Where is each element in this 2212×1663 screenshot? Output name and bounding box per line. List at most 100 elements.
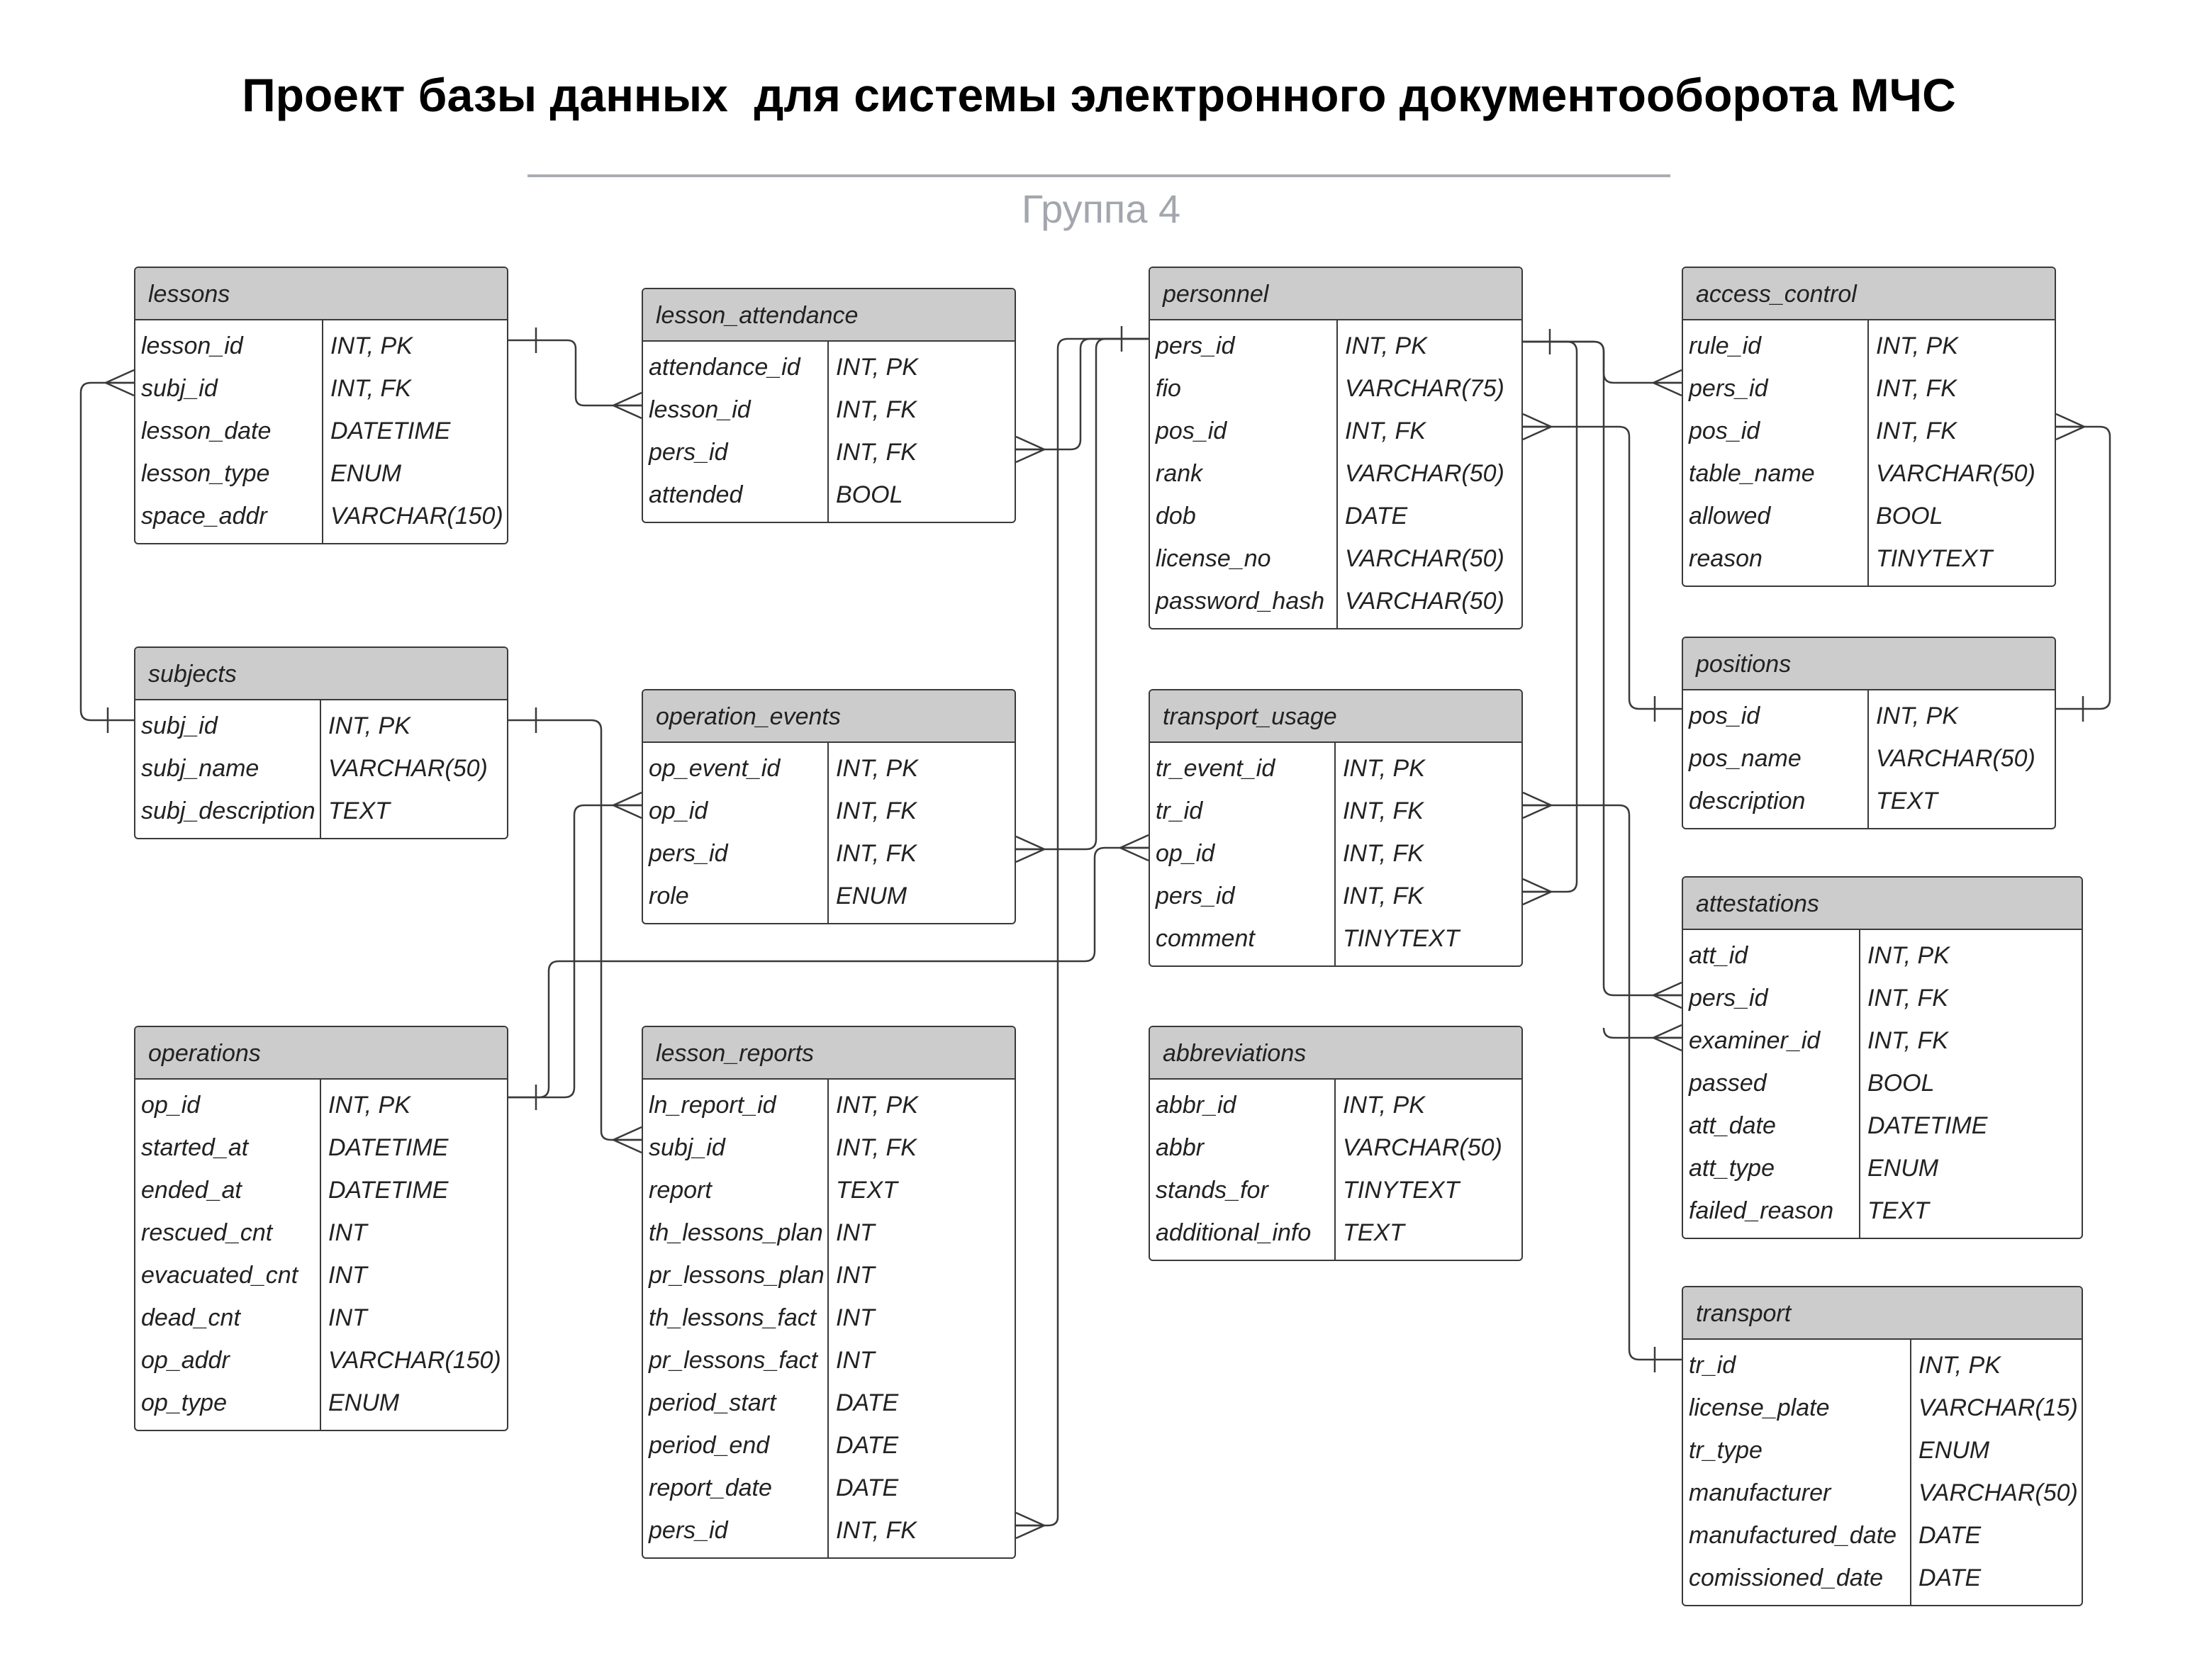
- field-type: INT, FK: [836, 840, 917, 867]
- many-marker: [1015, 435, 1045, 464]
- column-divider: [1336, 320, 1338, 628]
- field-type: VARCHAR(50): [1345, 545, 1504, 572]
- diagram-subtitle: Группа 4: [1021, 186, 1181, 231]
- field-name: th_lessons_plan: [649, 1219, 823, 1246]
- field-name: pos_id: [1156, 418, 1227, 444]
- field-type: TEXT: [328, 797, 390, 824]
- field-name: att_date: [1689, 1112, 1776, 1139]
- field-name: tr_id: [1689, 1352, 1736, 1379]
- field-type: INT: [328, 1219, 367, 1246]
- many-marker: [1522, 878, 1552, 906]
- field-row: subj_description TEXT: [135, 790, 507, 832]
- field-type: VARCHAR(75): [1345, 375, 1504, 402]
- column-divider: [1859, 930, 1860, 1238]
- many-marker: [1015, 1511, 1045, 1540]
- field-type: INT, PK: [836, 354, 918, 381]
- field-name: license_no: [1156, 545, 1271, 572]
- field-name: report_date: [649, 1474, 772, 1501]
- many-marker: [1653, 981, 1682, 1009]
- field-type: TEXT: [836, 1177, 898, 1204]
- field-name: subj_id: [141, 712, 218, 739]
- column-divider: [1867, 320, 1869, 586]
- field-name: lesson_id: [649, 396, 751, 423]
- field-name: manufactured_date: [1689, 1522, 1897, 1549]
- field-name: description: [1689, 788, 1806, 814]
- field-type: INT, FK: [1876, 418, 1957, 444]
- field-type: VARCHAR(150): [330, 503, 503, 530]
- field-name: pos_name: [1689, 745, 1802, 772]
- field-name: examiner_id: [1689, 1027, 1821, 1054]
- field-name: fio: [1156, 375, 1181, 402]
- connector-subjects-lessons: [79, 381, 134, 722]
- field-name: pr_lessons_fact: [649, 1347, 818, 1374]
- field-name: attended: [649, 481, 743, 508]
- many-marker: [1653, 369, 1682, 397]
- field-type: VARCHAR(150): [328, 1347, 501, 1374]
- field-name: att_id: [1689, 942, 1748, 969]
- field-type: DATE: [836, 1474, 899, 1501]
- field-name: started_at: [141, 1134, 249, 1161]
- connector-personnel-reports: [1016, 337, 1149, 1527]
- field-row: password_hash VARCHAR(50): [1150, 580, 1521, 622]
- field-name: pers_id: [649, 439, 728, 466]
- field-type: DATE: [1918, 1522, 1982, 1549]
- field-type: INT: [836, 1219, 875, 1246]
- field-type: DATE: [1918, 1564, 1982, 1591]
- field-type: INT, PK: [328, 1092, 410, 1119]
- many-marker: [105, 369, 135, 397]
- connector-subjects-reports: [508, 719, 642, 1141]
- field-name: comissioned_date: [1689, 1564, 1884, 1591]
- many-marker: [613, 791, 642, 819]
- field-type: INT, PK: [330, 332, 413, 359]
- field-type: TEXT: [1867, 1197, 1929, 1224]
- column-divider: [1334, 1080, 1336, 1260]
- field-type: DATETIME: [328, 1177, 449, 1204]
- field-type: INT, FK: [836, 396, 917, 423]
- field-type: INT, PK: [1876, 332, 1958, 359]
- connector-personnel-attestations-examiner: [1602, 1027, 1682, 1039]
- column-divider: [1910, 1340, 1911, 1605]
- field-type: INT: [836, 1304, 875, 1331]
- field-type: VARCHAR(50): [1345, 588, 1504, 615]
- field-type: DATETIME: [1867, 1112, 1988, 1139]
- field-type: INT, FK: [1343, 797, 1424, 824]
- field-type: INT, PK: [1876, 702, 1958, 729]
- field-row: lesson_id INT, FK: [643, 388, 1015, 431]
- field-type: INT, FK: [1867, 985, 1948, 1012]
- entity-header: transport: [1683, 1287, 2082, 1340]
- field-type: INT, FK: [1343, 883, 1424, 909]
- field-type: INT, PK: [1343, 755, 1425, 782]
- field-name: password_hash: [1156, 588, 1325, 615]
- field-name: subj_description: [141, 797, 315, 824]
- field-type: INT, PK: [836, 1092, 918, 1119]
- field-name: subj_id: [141, 375, 218, 402]
- field-type: INT, PK: [328, 712, 410, 739]
- column-divider: [827, 743, 829, 923]
- field-type: INT, FK: [836, 439, 917, 466]
